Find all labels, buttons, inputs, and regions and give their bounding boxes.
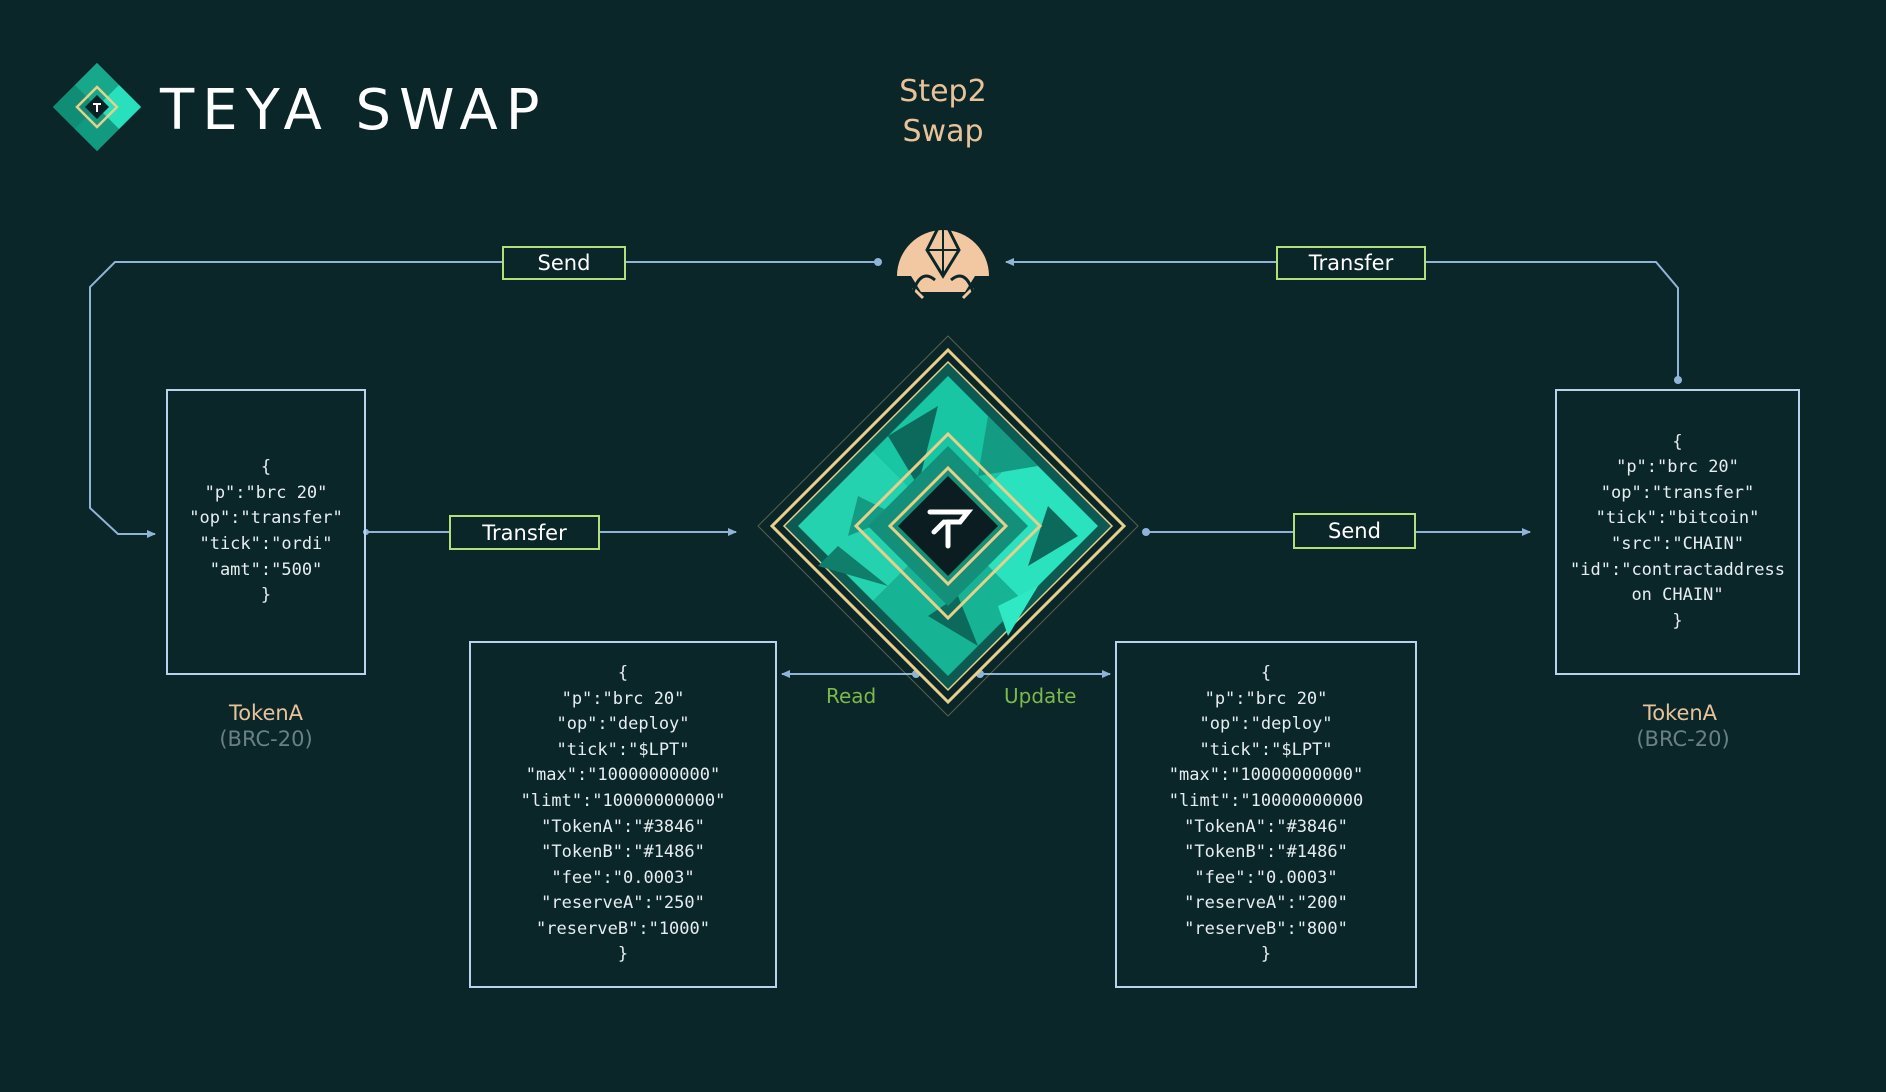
pool-after-code-line: "fee":"0.0003" [1194,867,1338,888]
left-token-code-line: "op":"transfer" [189,508,343,529]
left-token-code-line: "p":"brc 20" [204,482,328,503]
transfer-label-top: Transfer [1276,246,1426,280]
pool-after-code-line: "TokenB":"#1486" [1184,842,1348,863]
pool-before-code-box: { "p":"brc 20" "op":"deploy" "tick":"$LPT" "… [469,641,777,988]
left-token-name: TokenA [228,701,304,725]
right-token-code-line: "p":"brc 20" [1616,457,1739,478]
pool-before-code-line: "reserveA":"250" [541,893,705,914]
pool-before-code-line: "TokenB":"#1486" [541,842,705,863]
pool-after-code-line: "TokenA":"#3846" [1184,816,1348,837]
pool-after-code-line: "reserveA":"200" [1184,893,1348,914]
step-title: Step2 Swap [850,72,1036,152]
right-token-code-line: "id":"contractaddress [1570,559,1785,580]
right-token-type: (BRC-20) [1636,727,1730,751]
transfer-label-mid: Transfer [449,515,600,550]
right-token-name: TokenA [1642,701,1718,725]
send-label-top: Send [502,246,626,280]
pool-after-code-line: "p":"brc 20" [1204,688,1328,709]
step-name: Swap [902,114,984,149]
pool-before-code-line: "p":"brc 20" [561,688,685,709]
pool-after-code-line: "max":"10000000000" [1168,765,1364,786]
teya-diamond-logo-icon [53,63,141,151]
right-token-code-line: "src":"CHAIN" [1610,534,1745,554]
right-token-code-line: "op":"transfer" [1600,482,1755,503]
pool-before-code-line: "max":"10000000000" [525,765,721,786]
pool-before-code-line: "reserveB":"1000" [536,918,710,939]
brand-name: TEYA SWAP [160,78,548,143]
left-token-code-line: "tick":"ordi" [199,534,333,554]
line-send-top [89,261,878,538]
read-label: Read [826,684,877,708]
pool-before-code-line: "limt":"10000000000" [520,790,726,811]
right-token-code-line: } [1672,610,1683,631]
pool-after-code-line: } [1260,944,1272,965]
right-token-code-line: { [1672,431,1683,452]
left-token-code-line: } [260,585,272,606]
user-avatar-icon [897,214,989,300]
right-token-code-box: { "p":"brc 20" "op":"transfer" "tick":"bitc… [1555,389,1800,675]
left-token-code-box: { "p":"brc 20" "op":"transfer" "tick":"ordi… [166,389,366,675]
send-label-mid: Send [1293,513,1416,549]
pool-after-code-line: "reserveB":"800" [1184,918,1348,939]
pool-after-code-line: "tick":"$LPT" [1199,739,1333,760]
pool-after-code-line: { [1260,662,1272,683]
pool-before-code-line: "op":"deploy" [556,714,690,735]
left-token-code-line: { [260,457,272,478]
step-number: Step2 [899,74,987,109]
right-token-code-line: on CHAIN" [1631,585,1724,606]
update-label: Update [1004,684,1077,708]
pool-before-code-line: { [617,662,629,683]
pool-after-code-box: { "p":"brc 20" "op":"deploy" "tick":"$LPT" "… [1115,641,1417,988]
pool-before-code-line: "tick":"$LPT" [556,739,690,760]
pool-after-code-line: "limt":"10000000000 [1168,790,1364,811]
pool-before-code-line: "fee":"0.0003" [551,867,695,888]
left-token-code-line: "amt":"500" [209,559,323,580]
pool-before-code-line: "TokenA":"#3846" [541,816,705,837]
pool-before-code-line: } [617,944,629,965]
right-token-code-line: "tick":"bitcoin" [1595,508,1760,529]
swap-contract-diamond-icon [757,335,1139,717]
left-token-type: (BRC-20) [219,727,313,751]
pool-after-code-line: "op":"deploy" [1199,714,1333,735]
